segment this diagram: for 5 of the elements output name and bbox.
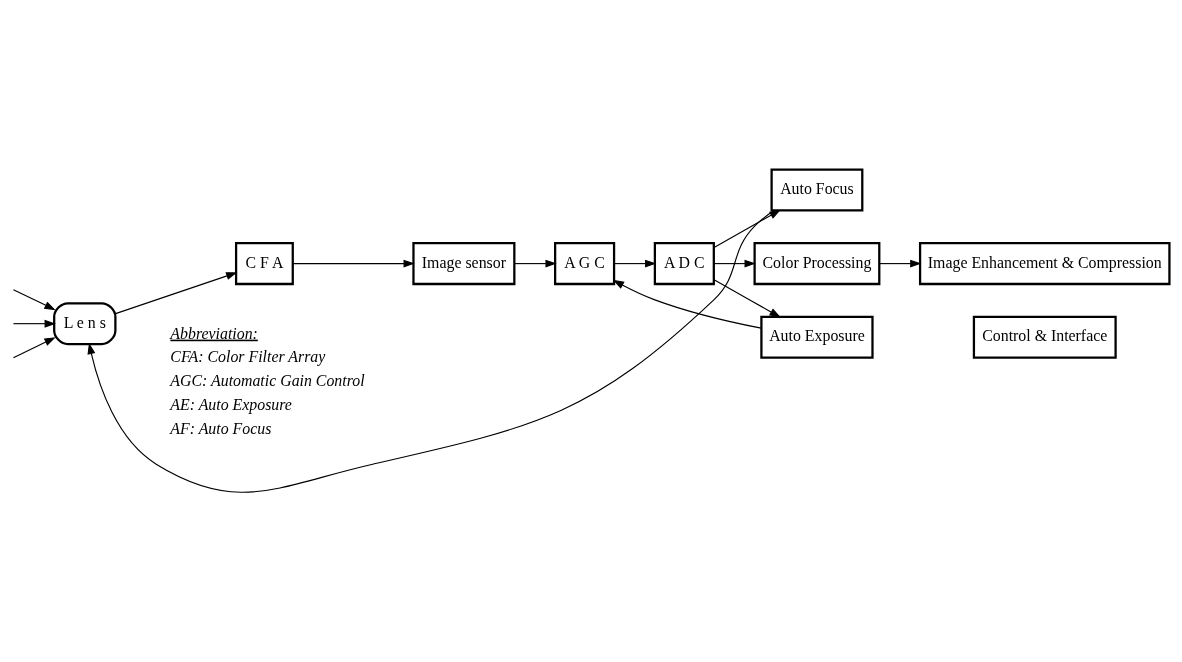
label: CFA: Color Filter Array (170, 348, 326, 366)
label: AE: Auto Exposure (170, 396, 292, 414)
label: AGC: Automatic Gain Control (170, 372, 365, 390)
label: AF: Auto Focus (170, 419, 272, 437)
label: Abbreviation: (170, 324, 258, 342)
